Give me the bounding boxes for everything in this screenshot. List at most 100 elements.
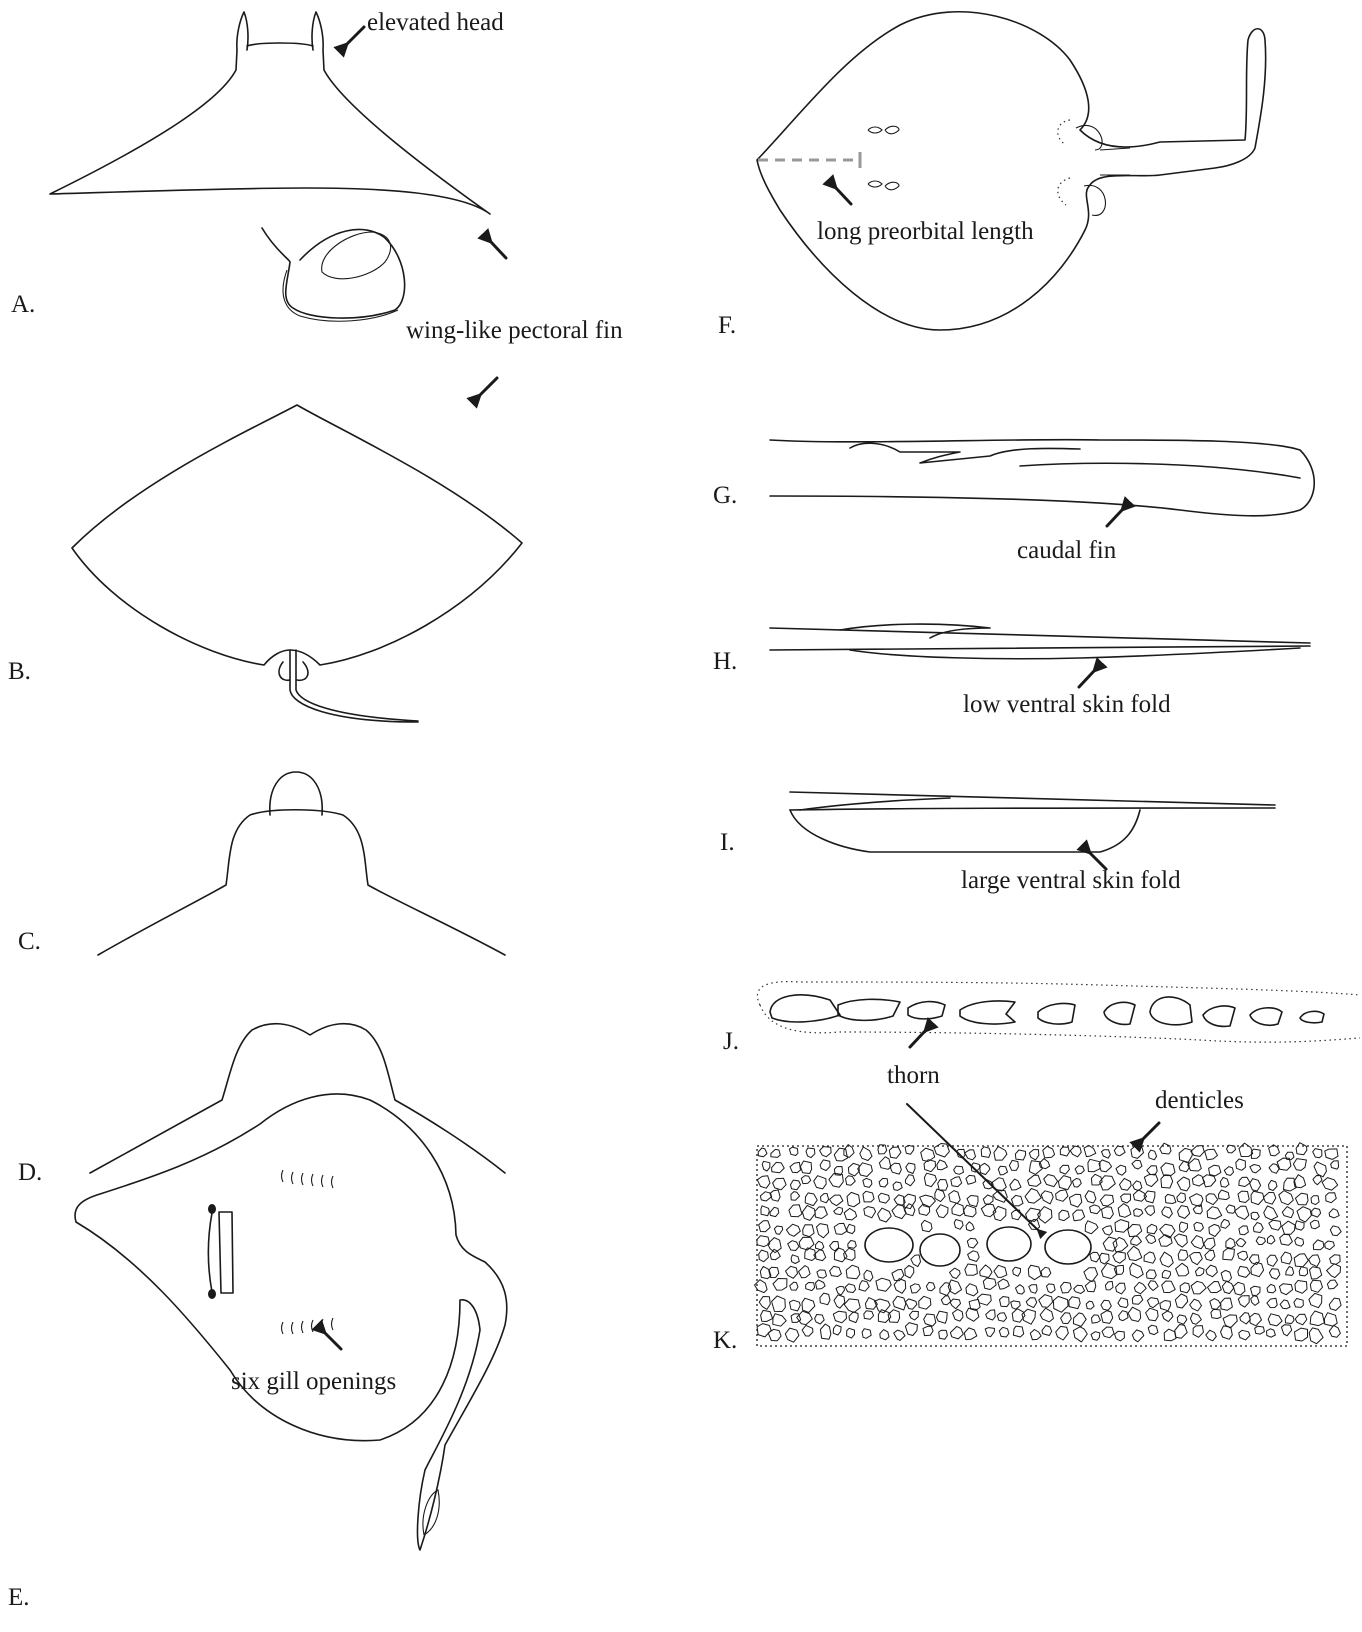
denticle-shape	[1220, 1177, 1229, 1187]
denticle-shape	[1296, 1143, 1307, 1155]
panel-i-tail-drawing	[790, 792, 1275, 852]
denticle-shape	[768, 1238, 781, 1253]
denticle-shape	[864, 1207, 876, 1218]
denticle-shape	[790, 1162, 801, 1172]
denticle-shape	[1299, 1267, 1307, 1276]
denticle-shape	[844, 1248, 856, 1260]
denticle-shape	[1209, 1224, 1221, 1236]
denticle-shape	[1286, 1267, 1294, 1276]
denticle-shape	[1102, 1207, 1114, 1219]
denticle-shape	[1313, 1176, 1322, 1185]
denticle-shape	[1053, 1296, 1068, 1312]
denticle-shape	[1060, 1165, 1069, 1174]
denticle-shape	[888, 1310, 900, 1323]
denticle-shape	[1267, 1284, 1276, 1293]
denticle-shape	[802, 1205, 815, 1220]
denticle-shape	[894, 1330, 905, 1340]
denticle-shape	[1251, 1212, 1259, 1220]
panel-label-h: H.	[713, 647, 737, 677]
denticle-shape	[1190, 1253, 1203, 1265]
denticle-shape	[1073, 1210, 1085, 1221]
denticle-shape	[1267, 1255, 1278, 1266]
denticle-shape	[761, 1206, 769, 1216]
denticle-shape	[875, 1299, 891, 1313]
denticle-shape	[905, 1145, 914, 1154]
denticle-shape	[1016, 1285, 1025, 1294]
denticle-shape	[952, 1203, 964, 1216]
denticle-shape	[1330, 1255, 1341, 1265]
denticle-shape	[1148, 1325, 1158, 1334]
panel-b-ray-drawing	[72, 405, 522, 722]
panel-f-preorbital-arrow	[836, 188, 851, 204]
denticle-shape	[801, 1176, 810, 1184]
denticle-shape	[860, 1147, 872, 1161]
denticle-shape	[1047, 1284, 1056, 1293]
panel-h-fold-arrow	[1079, 671, 1094, 687]
denticle-shape	[1256, 1237, 1265, 1245]
denticle-shape	[1040, 1308, 1053, 1322]
denticle-shape	[1176, 1263, 1189, 1276]
panel-label-e: E.	[8, 1583, 30, 1613]
denticle-shape	[789, 1205, 802, 1217]
denticle-shape	[893, 1182, 902, 1191]
denticle-shape	[997, 1313, 1006, 1322]
denticle-shape	[770, 1249, 780, 1259]
denticle-shape	[1282, 1207, 1293, 1218]
denticle-shape	[966, 1308, 979, 1321]
denticle-shape	[1146, 1308, 1159, 1321]
denticle-shape	[1131, 1236, 1142, 1246]
denticle-shape	[848, 1241, 857, 1249]
denticle-shape	[1177, 1315, 1187, 1324]
denticle-shape	[846, 1176, 856, 1186]
denticle-shape	[1074, 1285, 1085, 1293]
denticle-shape	[1092, 1315, 1101, 1323]
denticle-shape	[909, 1311, 918, 1320]
denticle-shape	[893, 1296, 906, 1310]
denticle-shape	[1194, 1222, 1204, 1231]
denticle-shape	[1131, 1145, 1144, 1158]
denticle-shape	[1311, 1196, 1319, 1205]
denticle-shape	[1325, 1241, 1335, 1250]
denticle-shape	[1297, 1207, 1311, 1222]
denticle-shape	[1147, 1270, 1157, 1279]
denticle-shape	[1238, 1251, 1248, 1260]
denticle-shape	[816, 1241, 824, 1250]
denticle-shape	[950, 1326, 963, 1339]
denticle-shape	[878, 1193, 889, 1203]
denticle-shape	[950, 1268, 961, 1279]
panel-label-b: B.	[8, 657, 31, 687]
denticle-shape	[757, 1176, 770, 1188]
denticle-shape	[799, 1266, 811, 1278]
denticle-shape	[1179, 1161, 1189, 1172]
denticle-shape	[1118, 1204, 1131, 1218]
denticle-shape	[1267, 1298, 1277, 1307]
denticle-shape	[1013, 1267, 1021, 1276]
denticle-shape	[1028, 1175, 1041, 1186]
denticle-shape	[993, 1190, 1007, 1202]
denticle-shape	[1115, 1331, 1125, 1341]
denticle-shape	[1105, 1281, 1113, 1290]
denticle-shape	[786, 1266, 798, 1278]
denticle-shape	[1281, 1325, 1291, 1336]
denticle-shape	[1204, 1238, 1215, 1249]
denticle-shape	[1161, 1163, 1175, 1176]
denticle-shape	[1322, 1178, 1338, 1191]
denticle-shape	[1134, 1209, 1143, 1217]
denticle-shape	[905, 1175, 914, 1186]
denticle-shape	[983, 1195, 993, 1205]
denticle-shape	[904, 1204, 915, 1216]
denticle-shape	[1028, 1265, 1041, 1280]
denticle-shape	[1134, 1282, 1146, 1294]
denticle-shape	[1226, 1205, 1235, 1213]
denticle-shape	[817, 1224, 829, 1238]
panel-a-pectoral-fin-arrow	[491, 242, 506, 258]
denticle-shape	[1236, 1159, 1246, 1170]
denticle-shape	[981, 1147, 990, 1158]
denticle-shape	[1223, 1249, 1235, 1261]
denticle-shape	[1295, 1328, 1308, 1341]
denticle-shape	[1250, 1165, 1261, 1173]
denticle-shape	[1295, 1237, 1304, 1246]
denticle-shape	[968, 1251, 980, 1262]
denticle-shape	[1239, 1143, 1253, 1156]
